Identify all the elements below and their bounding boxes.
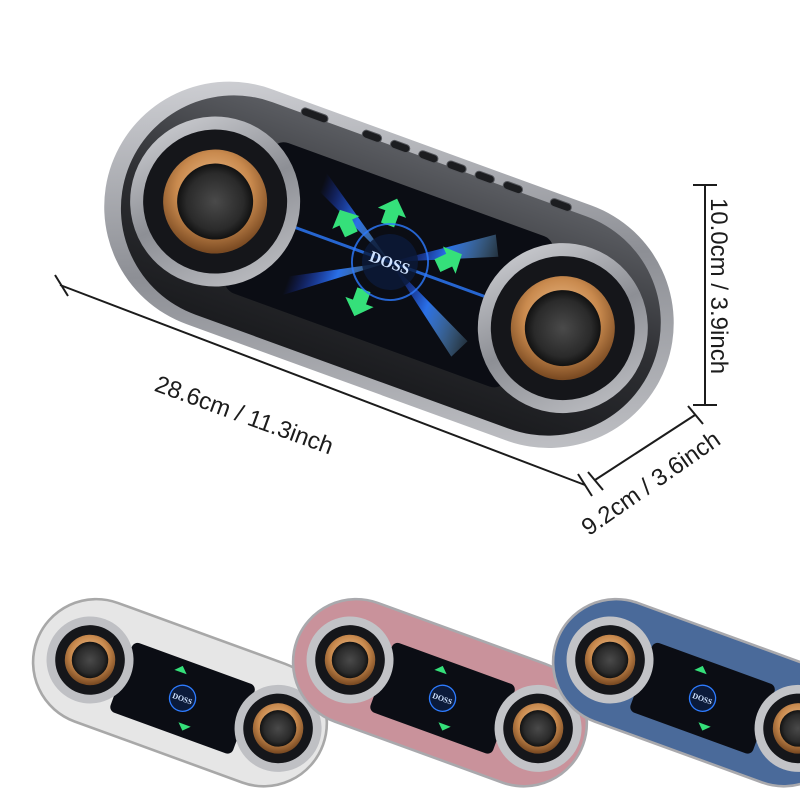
variant-pink-speaker: DOSS xyxy=(291,597,589,788)
variant-white-speaker: DOSS xyxy=(31,597,329,788)
height-dimension-label: 10.0cm / 3.9inch xyxy=(705,197,733,375)
variant-blue-speaker: DOSS xyxy=(551,597,800,788)
main-speaker: DOSS xyxy=(104,81,674,448)
control-buttons xyxy=(300,107,572,212)
right-driver xyxy=(477,243,648,414)
left-driver xyxy=(130,116,301,287)
brand-logo: DOSS xyxy=(351,223,429,301)
dimension-lines xyxy=(54,184,717,497)
green-arrow-leds xyxy=(332,198,462,317)
